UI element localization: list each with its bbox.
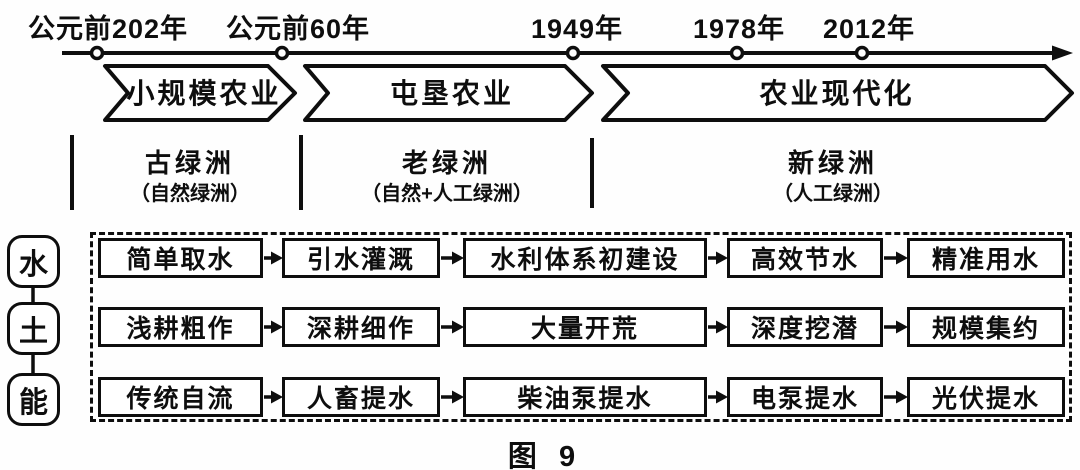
oasis-stage-label: 古绿洲 <box>144 148 236 178</box>
category-badge-energy: 能 <box>7 373 60 426</box>
grid-cell: 深耕细作 <box>282 307 440 347</box>
timeline-dot <box>854 45 870 61</box>
era-chevron-shape <box>103 64 297 122</box>
grid-cell: 浅耕粗作 <box>98 307 263 347</box>
timeline-date-label: 公元前202年 <box>27 14 189 44</box>
grid-cell: 柴油泵提水 <box>463 377 707 417</box>
oasis-stage-sublabel: （自然绿洲） <box>130 183 250 205</box>
grid-cell: 简单取水 <box>98 238 263 278</box>
grid-cell: 高效节水 <box>727 238 883 278</box>
flow-grid-container <box>90 232 1072 422</box>
timeline-dot <box>565 45 581 61</box>
flow-arrow-icon <box>884 390 908 404</box>
grid-cell: 引水灌溉 <box>282 238 440 278</box>
grid-cell: 水利体系初建设 <box>463 238 707 278</box>
flow-arrow-icon <box>708 251 728 265</box>
oasis-stage-sublabel: （自然+人工绿洲） <box>361 183 533 205</box>
grid-cell: 大量开荒 <box>463 307 707 347</box>
oasis-stage-sublabel: （人工绿洲） <box>773 183 893 205</box>
timeline-arrowhead-icon <box>1052 45 1073 61</box>
era-chevrons <box>103 64 1074 122</box>
oasis-stage-label: 老绿洲 <box>401 148 493 178</box>
flow-arrow-icon <box>264 390 283 404</box>
flow-arrow-icon <box>708 320 728 334</box>
flow-arrow-icon <box>441 390 464 404</box>
era-chevron-label: 屯垦农业 <box>389 78 514 109</box>
flow-arrow-icon <box>441 251 464 265</box>
flow-arrow-icon <box>884 251 908 265</box>
stage-dividers <box>70 135 594 210</box>
timeline-dot <box>89 45 105 61</box>
grid-cell: 传统自流 <box>98 377 263 417</box>
flow-arrow-icon <box>441 320 464 334</box>
flow-arrow-icon <box>264 320 283 334</box>
category-badge-water: 水 <box>7 235 60 288</box>
oasis-stage-label: 新绿洲 <box>787 148 879 178</box>
flow-arrow-icon <box>708 390 728 404</box>
grid-cell: 光伏提水 <box>907 377 1065 417</box>
timeline-date-label: 1978年 <box>692 14 786 44</box>
era-chevron-label: 小规模农业 <box>126 78 282 109</box>
grid-cell: 规模集约 <box>907 307 1065 347</box>
flow-arrows <box>264 251 908 404</box>
timeline-dots <box>89 45 870 61</box>
timeline-date-label: 1949年 <box>530 14 624 44</box>
timeline-dot <box>274 45 290 61</box>
timeline-axis <box>62 45 1073 61</box>
grid-cell: 精准用水 <box>907 238 1065 278</box>
grid-cell: 电泵提水 <box>727 377 883 417</box>
category-badge-soil: 土 <box>7 302 60 355</box>
figure-caption: 图 9 <box>507 441 583 470</box>
grid-cell: 人畜提水 <box>282 377 440 417</box>
timeline-date-label: 公元前60年 <box>225 14 371 44</box>
timeline-dot <box>729 45 745 61</box>
era-chevron-shape <box>303 64 594 122</box>
grid-cell: 深度挖潜 <box>727 307 883 347</box>
era-chevron-shape <box>601 64 1074 122</box>
timeline-date-label: 2012年 <box>822 14 916 44</box>
flow-arrow-icon <box>884 320 908 334</box>
era-chevron-label: 农业现代化 <box>759 78 915 109</box>
flow-arrow-icon <box>264 251 283 265</box>
